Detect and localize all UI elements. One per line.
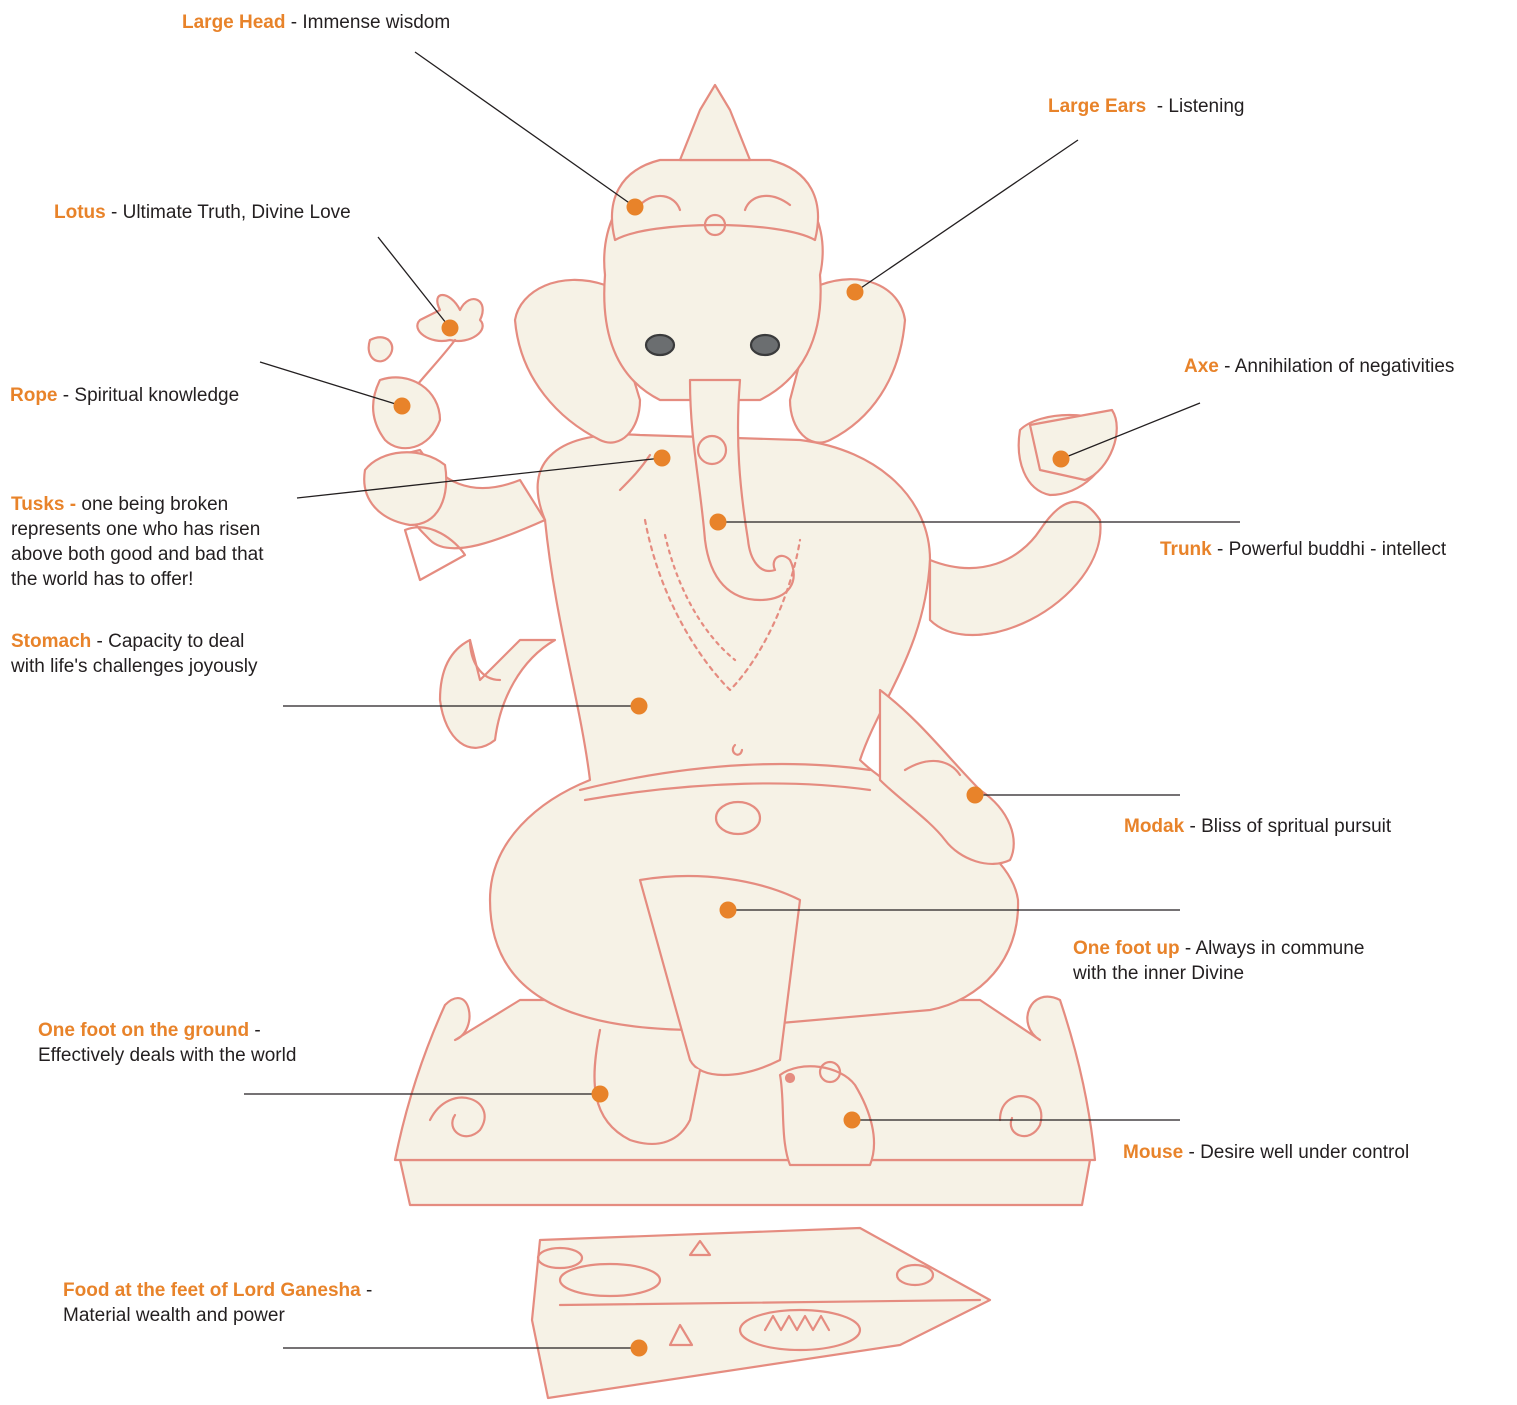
label-lotus: Lotus - Ultimate Truth, Divine Love — [54, 200, 351, 225]
label-mouse: Mouse - Desire well under control — [1123, 1140, 1409, 1165]
pedestal — [400, 1160, 1090, 1205]
label-trunk: Trunk - Powerful buddhi - intellect — [1160, 537, 1446, 562]
term: Rope — [10, 385, 58, 406]
food-plate — [532, 1228, 990, 1398]
label-one-foot-on-the-ground: One foot on the ground - Effectively dea… — [38, 1018, 296, 1068]
rope-coil — [373, 377, 440, 448]
label-food: Food at the feet of Lord Ganesha - Mater… — [63, 1278, 372, 1328]
term: Tusks - — [11, 494, 76, 515]
term: Food at the feet of Lord Ganesha — [63, 1280, 361, 1301]
term: One foot on the ground — [38, 1020, 249, 1041]
label-modak: Modak - Bliss of spritual pursuit — [1124, 814, 1391, 839]
label-stomach: Stomach - Capacity to deal with life's c… — [11, 629, 258, 679]
lotus-flower — [417, 295, 482, 341]
label-rope: Rope - Spiritual knowledge — [10, 383, 239, 408]
label-large-head: Large Head - Immense wisdom — [182, 10, 450, 35]
term: Trunk — [1160, 539, 1212, 560]
term: Mouse — [1123, 1142, 1183, 1163]
upper-right-arm — [930, 502, 1100, 635]
label-one-foot-up: One foot up - Always in commune with the… — [1073, 936, 1364, 986]
label-tusks: Tusks - one being broken represents one … — [11, 492, 264, 592]
term: Large Head — [182, 12, 285, 33]
term: Modak — [1124, 816, 1184, 837]
label-large-ears: Large Ears - Listening — [1048, 94, 1244, 119]
label-axe: Axe - Annihilation of negativities — [1184, 354, 1454, 379]
term: Large Ears — [1048, 96, 1146, 117]
term: Stomach — [11, 631, 91, 652]
term: One foot up — [1073, 938, 1180, 959]
term: Lotus — [54, 202, 106, 223]
term: Axe — [1184, 356, 1219, 377]
lower-left-arm — [440, 640, 555, 748]
